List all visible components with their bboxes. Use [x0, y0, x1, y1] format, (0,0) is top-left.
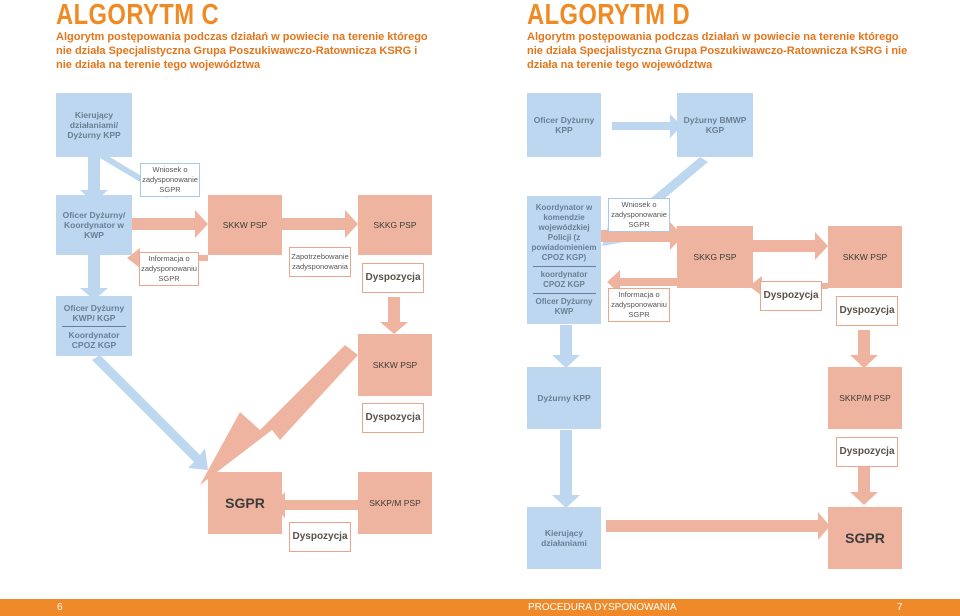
node-dyzurny-kpp: Dyżurny KPP: [527, 367, 601, 429]
footer-title: PROCEDURA DYSPONOWANIA: [528, 602, 677, 613]
footer-bar: [0, 599, 960, 616]
arrow-skkp-to-sgpr: [850, 462, 878, 505]
arrow-koordynator-to-kpp: [552, 325, 580, 368]
node-oficer-kwp: Oficer Dyżurny/ Koordynator w KWP: [56, 195, 132, 255]
node-dyspozycja-2: Dyspozycja: [362, 403, 424, 433]
algorithm-c-title: ALGORYTM C: [56, 0, 220, 31]
node-wniosek: Wniosek o zadysponowanie SGPR: [140, 163, 200, 197]
arrow-koord-to-sgpr: [92, 355, 208, 470]
label-koordynator-cpoz: Koordynator CPOZ KGP: [68, 329, 120, 350]
arrow-skkp-to-sgpr: [272, 492, 358, 518]
label-koordynator-kw: Koordynator w komendzie wojewódzkiej Pol…: [531, 203, 597, 262]
divider: [532, 293, 596, 294]
node-oficer-kwp-kgp: Oficer Dyżurny KWP/ KGP Koordynator CPOZ…: [56, 296, 132, 356]
arrow-skkw-to-skkg: [270, 210, 358, 238]
algorithm-d-subtitle: Algorytm postępowania podczas działań w …: [527, 31, 908, 71]
arrow-kierujacy-to-sgpr: [606, 512, 830, 540]
arrow-oficer-to-skkw: [128, 210, 208, 238]
arrow-kierujacy-to-oficer: [80, 157, 108, 203]
arrow-kpp-to-bmwp: [612, 114, 682, 138]
arrow-skkg-back: [607, 270, 683, 294]
node-skkg: SKKG PSP: [358, 195, 432, 255]
divider: [61, 325, 127, 327]
node-wniosek-right: Wniosek o zadysponowanie SGPR: [608, 198, 670, 232]
node-skkp-left: SKKP/M PSP: [358, 472, 432, 534]
node-dyspozycja-right-3: Dyspozycja: [836, 437, 898, 467]
arrow-skkg-to-skkw: [745, 232, 828, 260]
arrow-oficer-to-koordynator: [80, 255, 108, 300]
node-sgpr-left: SGPR: [208, 472, 282, 534]
node-skkw-2: SKKW PSP: [358, 334, 432, 396]
arrow-skkw-to-skkp: [850, 330, 878, 368]
label-oficer-kwp-kgp: Oficer Dyżurny KWP/ KGP: [63, 302, 125, 323]
algorithm-d-title: ALGORYTM D: [527, 0, 691, 31]
node-dyspozycja-1: Dyspozycja: [362, 263, 424, 293]
node-koordynator-kw: Koordynator w komendzie wojewódzkiej Pol…: [527, 196, 601, 324]
node-skkw-right: SKKW PSP: [828, 226, 902, 288]
arrow-kpp-to-kierujacy: [552, 430, 580, 508]
divider: [532, 266, 596, 267]
node-dyspozycja-3: Dyspozycja: [289, 522, 351, 552]
node-sgpr-right: SGPR: [828, 507, 902, 569]
algorithm-c-subtitle: Algorytm postępowania podczas działań w …: [56, 31, 428, 71]
node-dyspozycja-right-1: Dyspozycja: [760, 281, 822, 311]
node-oficer-kpp: Oficer Dyżurny KPP: [527, 93, 601, 157]
node-informacja: Informacja o zadysponowaniu SGPR: [139, 252, 199, 286]
node-skkg-right: SKKG PSP: [677, 226, 753, 288]
node-skkw-1: SKKW PSP: [208, 195, 282, 255]
node-kierujacy: Kierujący działaniami/ Dyżurny KPP: [56, 93, 132, 157]
footer-page-left: 6: [57, 602, 63, 613]
arrow-skkg-to-skkw2: [380, 297, 408, 334]
node-zapotrzebowanie: Zapotrzebowanie zadysponowania: [289, 247, 351, 277]
node-kierujacy-right: Kierujący działaniami: [527, 507, 601, 569]
node-informacja-right: Informacja o zadysponowaniu SGPR: [608, 288, 670, 322]
node-skkp-right: SKKP/M PSP: [828, 367, 902, 429]
arrow-skkw2-to-skkp: [200, 345, 358, 485]
label-koordynator-cpoz: koordynator CPOZ KGP: [540, 270, 588, 289]
node-dyzurny-bmwp: Dyżurny BMWP KGP: [677, 93, 753, 157]
footer-page-right: 7: [897, 602, 903, 613]
arrow-koordynator-to-skkg: [600, 222, 683, 250]
label-oficer-kwp: Oficer Dyżurny KWP: [535, 297, 593, 316]
node-dyspozycja-right-2: Dyspozycja: [836, 296, 898, 326]
